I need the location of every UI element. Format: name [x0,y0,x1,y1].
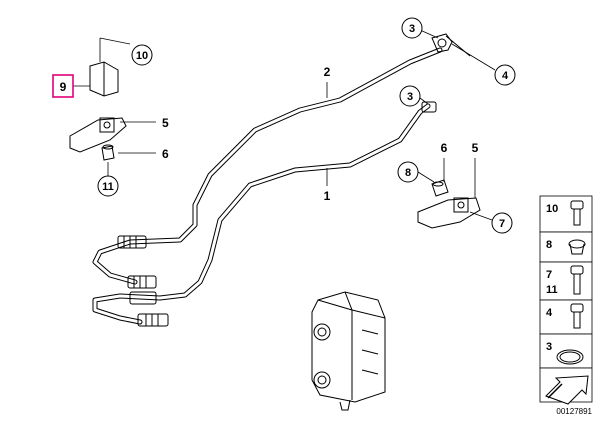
panel-item-3-label: 3 [546,341,552,353]
pipe-1 [92,103,431,325]
callout-6-left-label: 6 [162,147,169,161]
callout-6-left[interactable]: 6 [162,147,169,161]
bolt-icon [570,200,584,226]
parts-panel: 10 8 7 11 4 3 [539,195,593,416]
left-bracket-assembly [69,61,127,161]
panel-item-10-label: 10 [546,203,558,215]
callout-1[interactable]: 1 [324,189,331,203]
callout-2-label: 2 [324,65,331,79]
callout-10[interactable]: 10 [131,44,153,66]
callout-1-label: 1 [324,189,331,203]
hose-fittings [117,235,169,327]
callout-4-label: 4 [502,70,509,82]
callout-5-right[interactable]: 5 [472,141,479,155]
panel-item-7-label: 7 [546,269,552,281]
panel-item-11-label: 11 [546,284,558,296]
callout-4[interactable]: 4 [494,64,516,86]
leader-lines [73,29,496,221]
bolt-icon [570,265,584,295]
diagram-id: 00127891 [556,407,592,416]
bolt-icon [570,303,584,329]
panel-item-8-label: 8 [546,239,552,251]
callout-9-highlighted[interactable]: 9 [52,74,74,98]
callout-5-left[interactable]: 5 [162,116,169,130]
callout-3-lower[interactable]: 3 [399,85,421,107]
oil-cooler [311,291,386,411]
pipe-2 [92,47,443,285]
o-ring-icon [556,349,584,365]
callout-8-label: 8 [405,167,411,179]
lower-pipe-end [421,101,437,113]
callout-11[interactable]: 11 [97,175,119,197]
callout-5-left-label: 5 [162,116,169,130]
callout-6-right-label: 6 [441,141,448,155]
callout-7[interactable]: 7 [491,212,513,234]
arrow-icon [545,375,589,405]
grommet-icon [568,239,586,255]
callout-5-right-label: 5 [472,141,479,155]
callout-10-label: 10 [136,50,148,62]
callout-11-label: 11 [102,181,114,193]
callout-7-label: 7 [499,218,505,230]
callout-3-upper[interactable]: 3 [401,17,423,39]
callout-8[interactable]: 8 [397,161,419,183]
callout-3-lower-label: 3 [407,91,413,103]
panel-item-4-label: 4 [546,307,553,319]
callout-3-upper-label: 3 [409,23,415,35]
callout-9-label: 9 [60,80,67,94]
callout-2[interactable]: 2 [324,65,331,79]
callout-6-right[interactable]: 6 [441,141,448,155]
right-clamp-assembly [417,179,481,229]
